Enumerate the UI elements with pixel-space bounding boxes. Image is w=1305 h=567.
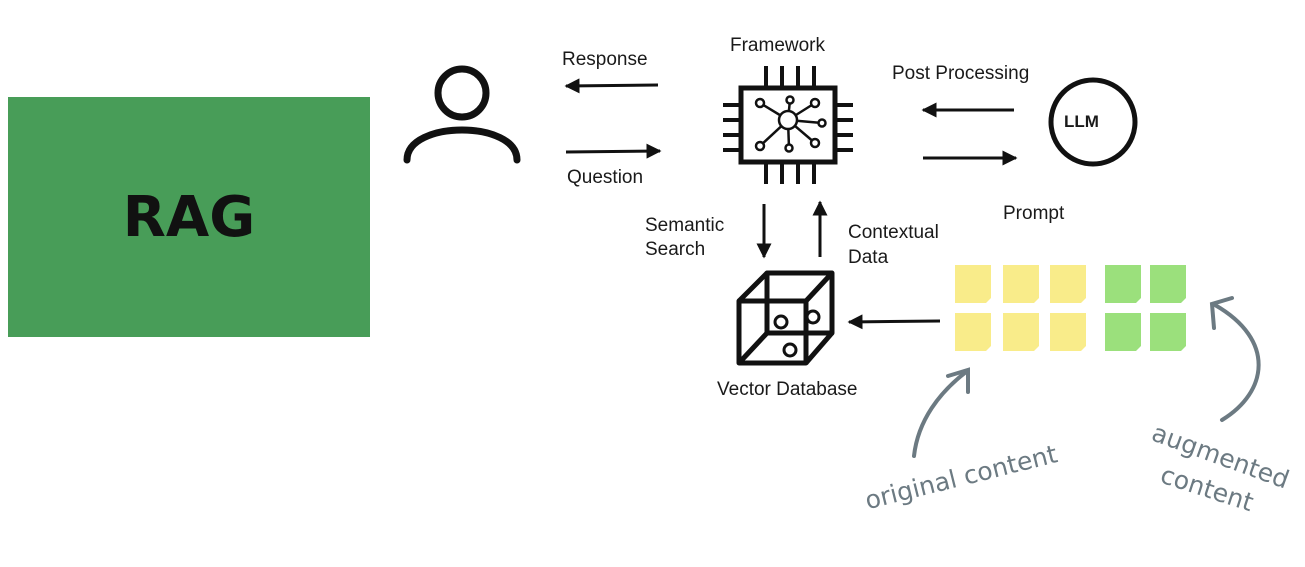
framework-label: Framework <box>730 35 826 56</box>
cube-database-icon <box>736 270 835 366</box>
rag-title: RAG <box>122 184 256 250</box>
sticky-note-icons <box>955 265 1186 351</box>
llm-label: LLM <box>1064 112 1099 131</box>
question-label: Question <box>567 167 644 188</box>
rag-title-box: RAG <box>8 97 370 337</box>
original-content-arrow <box>912 367 970 458</box>
content-to-db-arrow <box>847 314 941 330</box>
prompt-label: Prompt <box>1003 203 1065 224</box>
post-processing-label: Post Processing <box>892 63 1030 84</box>
chip-network-icon <box>723 66 853 184</box>
contextual-label: Contextual <box>848 222 939 243</box>
augmented-content-arrow <box>1209 296 1261 422</box>
search-label: Search <box>645 239 706 260</box>
question-arrow <box>565 143 662 159</box>
response-label: Response <box>562 49 648 70</box>
vector-database-label: Vector Database <box>717 379 858 400</box>
data-label: Data <box>848 247 889 268</box>
user-icon <box>403 65 521 164</box>
llm-circle-icon <box>1048 77 1138 167</box>
semantic-label: Semantic <box>645 215 725 236</box>
response-arrow <box>564 78 659 94</box>
